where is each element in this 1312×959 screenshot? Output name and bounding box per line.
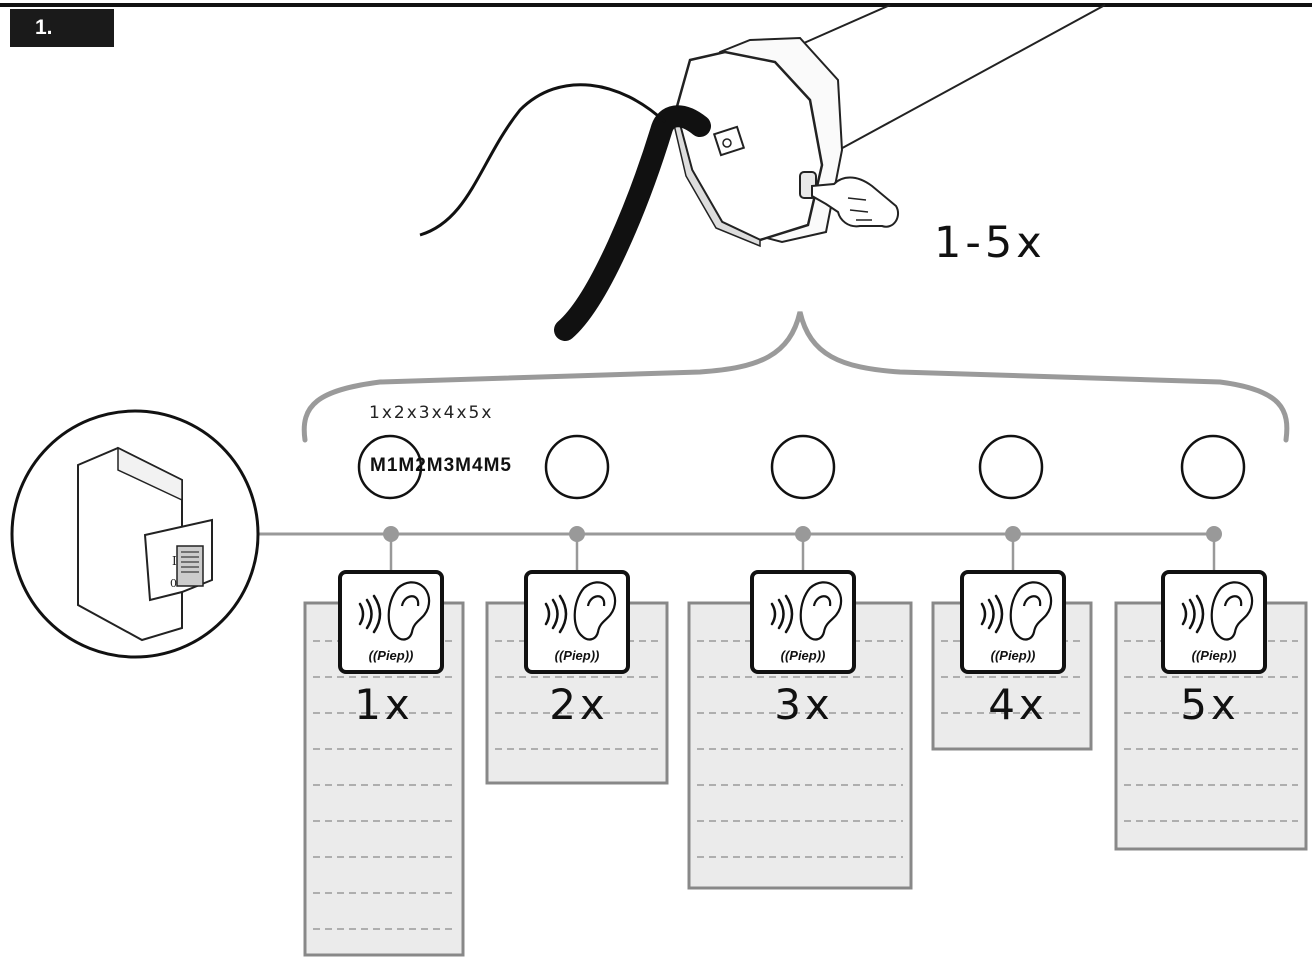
svg-text:I: I bbox=[172, 554, 177, 568]
press-count-label: 1-5x bbox=[934, 218, 1046, 268]
power-cable bbox=[419, 83, 711, 341]
circuit-breaker: I 0 bbox=[10, 409, 1220, 659]
motor-circle-5[interactable] bbox=[1180, 434, 1246, 500]
step-badge: 1. bbox=[10, 9, 114, 47]
connector-dot-4 bbox=[1005, 526, 1021, 542]
motor-sequence-label: M1M2M3M4M5 bbox=[370, 455, 512, 476]
beep-label: ((Piep)) bbox=[991, 648, 1036, 663]
connector-dot-2 bbox=[569, 526, 585, 542]
ear-icon bbox=[387, 581, 431, 641]
ear-icon bbox=[1009, 581, 1053, 641]
beep-label: ((Piep)) bbox=[781, 648, 826, 663]
connector-dot-1 bbox=[383, 526, 399, 542]
press-sequence-label: 1x2x3x4x5x bbox=[369, 403, 494, 423]
beep-label: ((Piep)) bbox=[369, 648, 414, 663]
motor-circle-1[interactable] bbox=[357, 434, 423, 500]
beep-card-1: ((Piep)) bbox=[338, 570, 444, 674]
motor-circle-4[interactable] bbox=[978, 434, 1044, 500]
group-brace bbox=[301, 311, 1290, 443]
beep-card-4: ((Piep)) bbox=[960, 570, 1066, 674]
motor-circle-3[interactable] bbox=[770, 434, 836, 500]
connector-dot-3 bbox=[795, 526, 811, 542]
terminal-block bbox=[712, 125, 746, 157]
sound-waves-icon bbox=[544, 594, 568, 634]
ear-icon bbox=[1210, 581, 1254, 641]
sound-waves-icon bbox=[358, 594, 382, 634]
beep-card-5: ((Piep)) bbox=[1161, 570, 1267, 674]
tubular-motor bbox=[671, 4, 1106, 248]
blind-slats bbox=[313, 640, 1298, 930]
beep-count-5: 5x bbox=[1180, 680, 1240, 729]
beep-label: ((Piep)) bbox=[555, 648, 600, 663]
motor-circles bbox=[357, 434, 1246, 500]
ear-icon bbox=[573, 581, 617, 641]
beep-card-2: ((Piep)) bbox=[524, 570, 630, 674]
sound-waves-icon bbox=[980, 594, 1004, 634]
connector-dots bbox=[383, 526, 1222, 572]
svg-text:0: 0 bbox=[170, 577, 177, 590]
beep-count-4: 4x bbox=[988, 680, 1048, 729]
connector-dot-5 bbox=[1206, 526, 1222, 542]
beep-count-2: 2x bbox=[549, 680, 609, 729]
beep-count-1: 1x bbox=[354, 680, 414, 729]
pressing-hand-icon bbox=[811, 176, 900, 228]
motor-circle-2[interactable] bbox=[544, 434, 610, 500]
ear-icon bbox=[799, 581, 843, 641]
beep-cards: ((Piep)) ((Piep)) ((Piep)) ((Piep)) ((Piep)) bbox=[338, 570, 1267, 674]
beep-label: ((Piep)) bbox=[1192, 648, 1237, 663]
beep-count-3: 3x bbox=[774, 680, 834, 729]
sound-waves-icon bbox=[1181, 594, 1205, 634]
beep-card-3: ((Piep)) bbox=[750, 570, 856, 674]
sound-waves-icon bbox=[770, 594, 794, 634]
